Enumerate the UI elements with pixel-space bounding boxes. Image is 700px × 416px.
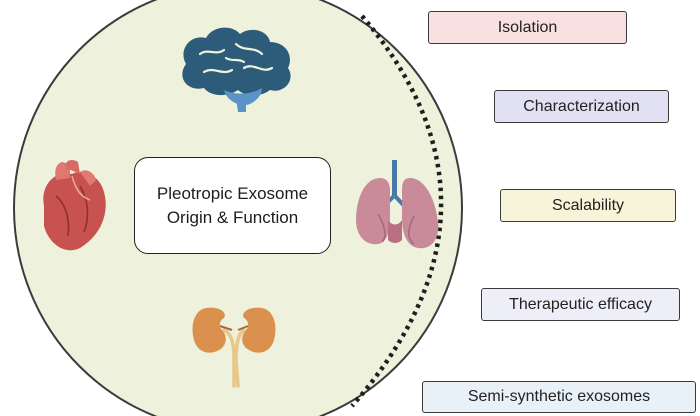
kidneys-icon — [192, 307, 276, 388]
challenge-label: Semi-synthetic exosomes — [467, 388, 651, 405]
challenge-box-semi-synthetic-exosomes: Semi-synthetic exosomes — [422, 381, 696, 413]
brain-icon — [182, 27, 291, 112]
challenge-label: Isolation — [497, 18, 558, 36]
challenge-label: Characterization — [523, 97, 640, 115]
challenge-label: Therapeutic efficacy — [509, 295, 652, 313]
challenge-box-characterization: Characterization — [494, 90, 669, 123]
heart-icon — [43, 160, 106, 251]
challenge-box-scalability: Scalability — [500, 189, 676, 222]
challenge-label: Scalability — [551, 196, 625, 214]
center-label-box: Pleotropic Exosome Origin & Function — [134, 157, 331, 254]
dotted-arc — [350, 14, 444, 408]
center-label-line2: Origin & Function — [166, 207, 299, 227]
center-label-line1: Pleotropic Exosome — [156, 183, 309, 203]
challenge-box-therapeutic-efficacy: Therapeutic efficacy — [481, 288, 680, 321]
lungs-icon — [356, 160, 439, 249]
challenge-box-isolation: Isolation — [428, 11, 627, 44]
